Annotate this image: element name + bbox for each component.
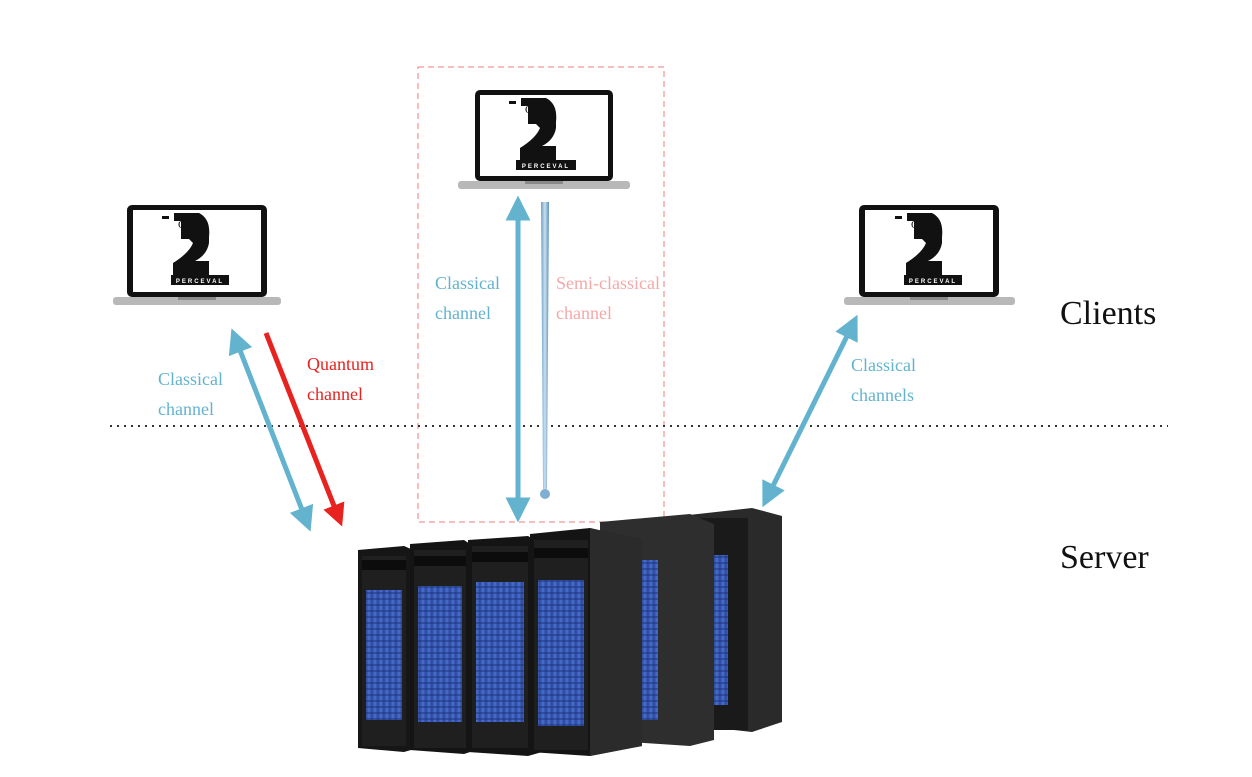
semi-classical-zone-box — [417, 66, 665, 523]
laptop-icon: Q PERCEVAL — [844, 205, 1015, 305]
left-quantum-label: Quantum channel — [307, 354, 374, 404]
center-semiclassical-label: Semi-classical channel — [556, 273, 660, 323]
right-classical-arrow — [762, 314, 858, 508]
left-classical-arrow — [228, 328, 314, 532]
left-classical-label: Classical channel — [158, 369, 223, 419]
laptop-icon: Q PERCEVAL — [113, 205, 281, 305]
logo-brand-text: PERCEVAL — [522, 164, 570, 170]
logo-letter: Q — [911, 219, 919, 231]
laptop-icon: Q PERCEVAL — [458, 90, 630, 189]
left-quantum-arrow — [263, 332, 345, 527]
server-label: Server — [1060, 539, 1149, 576]
perceval-logo-icon: Q PERCEVAL — [509, 98, 576, 170]
logo-brand-text: PERCEVAL — [176, 279, 224, 285]
server-rack-icon — [358, 508, 782, 756]
clients-label: Clients — [1060, 295, 1157, 332]
semi-classical-channel-icon — [540, 202, 550, 499]
center-classical-label: Classical channel — [435, 273, 500, 323]
perceval-logo-icon: Q PERCEVAL — [162, 213, 229, 285]
logo-brand-text: PERCEVAL — [909, 279, 957, 285]
logo-letter: Q — [525, 104, 533, 116]
right-classical-label: Classical channels — [851, 355, 916, 405]
perceval-logo-icon: Q PERCEVAL — [895, 213, 962, 285]
logo-letter: Q — [178, 219, 186, 231]
